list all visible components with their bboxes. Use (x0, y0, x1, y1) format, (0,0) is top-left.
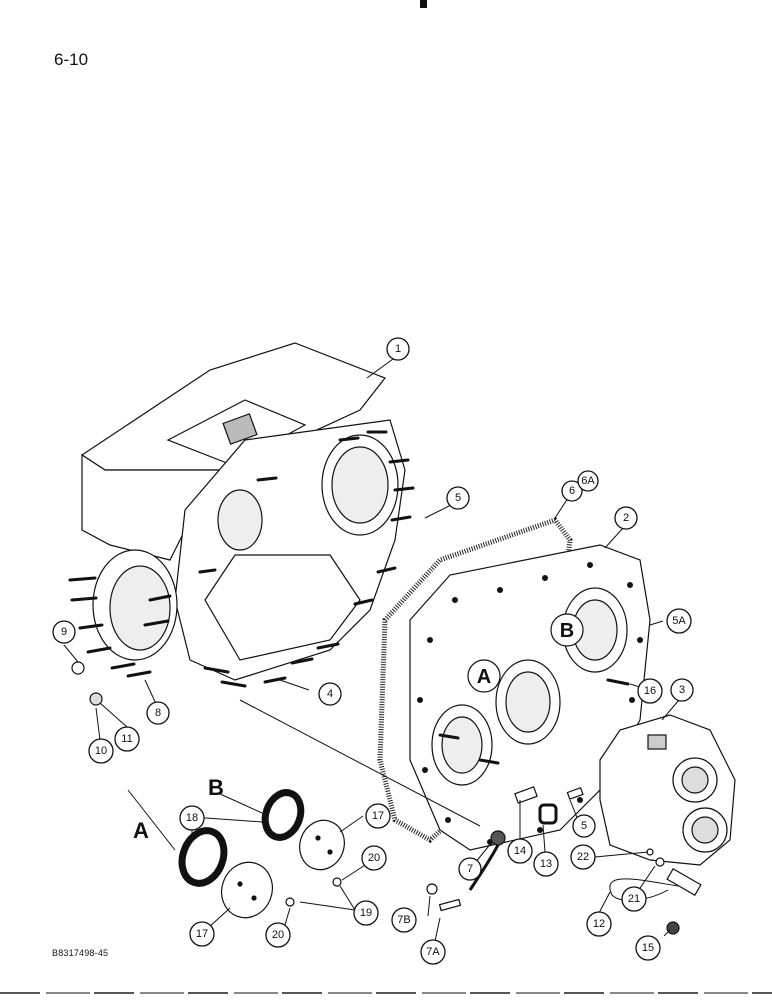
svg-text:2: 2 (623, 512, 629, 524)
svg-text:7B: 7B (397, 914, 410, 926)
svg-text:11: 11 (121, 733, 132, 745)
svg-text:19: 19 (360, 907, 372, 919)
callout-16: 16 (637, 678, 663, 704)
callout-3: 3 (670, 678, 694, 702)
callout-6A: 6A (577, 470, 599, 492)
callouts: 1 2 3 4 5 5 5A 6 6A 7 7A 7B 8 9 10 11 12… (52, 337, 694, 965)
callout-11: 11 (114, 726, 140, 752)
svg-text:22: 22 (577, 851, 589, 863)
callout-20-upper: 20 (361, 845, 387, 871)
callout-2: 2 (614, 506, 638, 530)
svg-text:6A: 6A (581, 475, 595, 487)
pump-body (599, 714, 736, 866)
cover-plate (409, 544, 651, 851)
svg-text:17: 17 (196, 928, 208, 940)
seal-b (261, 789, 305, 841)
view-label-a: A (133, 818, 149, 843)
svg-text:7: 7 (467, 863, 473, 875)
svg-text:17: 17 (372, 810, 384, 822)
svg-text:14: 14 (514, 845, 526, 857)
bottom-rule (0, 992, 772, 994)
callout-15: 15 (635, 935, 661, 961)
callout-10: 10 (88, 738, 114, 764)
callout-7: 7 (458, 857, 482, 881)
callout-1: 1 (386, 337, 410, 361)
callout-6: 6 (561, 480, 583, 502)
callout-5-lower: 5 (572, 814, 596, 838)
callout-21: 21 (621, 886, 647, 912)
svg-text:16: 16 (644, 685, 656, 697)
svg-text:20: 20 (272, 929, 284, 941)
callout-22: 22 (570, 844, 596, 870)
svg-text:21: 21 (628, 893, 640, 905)
callout-8: 8 (146, 701, 170, 725)
transmission-housing (68, 342, 415, 688)
callout-17-upper: 17 (365, 803, 391, 829)
callout-9: 9 (52, 620, 76, 644)
plate-view-letter-b: B (550, 613, 584, 647)
callout-19: 19 (353, 900, 379, 926)
svg-text:7A: 7A (426, 946, 440, 958)
callout-5-upper: 5 (446, 486, 470, 510)
top-edge-mark (420, 0, 427, 8)
svg-text:B: B (560, 620, 574, 642)
svg-text:4: 4 (327, 688, 333, 700)
callout-12: 12 (586, 911, 612, 937)
callout-14: 14 (507, 838, 533, 864)
cap-upper (299, 819, 345, 871)
cap-lower (221, 861, 273, 919)
svg-text:5: 5 (581, 820, 587, 832)
svg-text:20: 20 (368, 852, 380, 864)
svg-text:1: 1 (395, 343, 401, 355)
svg-text:9: 9 (61, 626, 67, 638)
svg-text:6: 6 (569, 485, 575, 497)
page-number: 6-10 (54, 50, 89, 69)
small-hardware (71, 661, 702, 935)
svg-text:15: 15 (642, 942, 654, 954)
view-label-b: B (208, 775, 224, 800)
figure-id: B8317498-45 (52, 948, 109, 958)
callout-7B: 7B (391, 907, 417, 933)
plate-view-letter-a: A (467, 659, 501, 693)
callout-20-lower: 20 (265, 922, 291, 948)
svg-text:3: 3 (679, 684, 685, 696)
callout-17-lower: 17 (189, 921, 215, 947)
svg-text:18: 18 (186, 812, 198, 824)
callout-18: 18 (179, 805, 205, 831)
callout-5A: 5A (666, 608, 692, 634)
callout-13: 13 (533, 851, 559, 877)
svg-text:A: A (477, 666, 491, 688)
seal-a (178, 827, 228, 887)
svg-text:5A: 5A (672, 615, 686, 627)
callout-7A: 7A (420, 939, 446, 965)
svg-text:10: 10 (95, 745, 107, 757)
svg-text:13: 13 (540, 858, 552, 870)
callout-4: 4 (318, 682, 342, 706)
svg-text:8: 8 (155, 707, 161, 719)
dowel-lead (468, 844, 500, 891)
svg-text:5: 5 (455, 492, 461, 504)
svg-text:12: 12 (593, 918, 605, 930)
